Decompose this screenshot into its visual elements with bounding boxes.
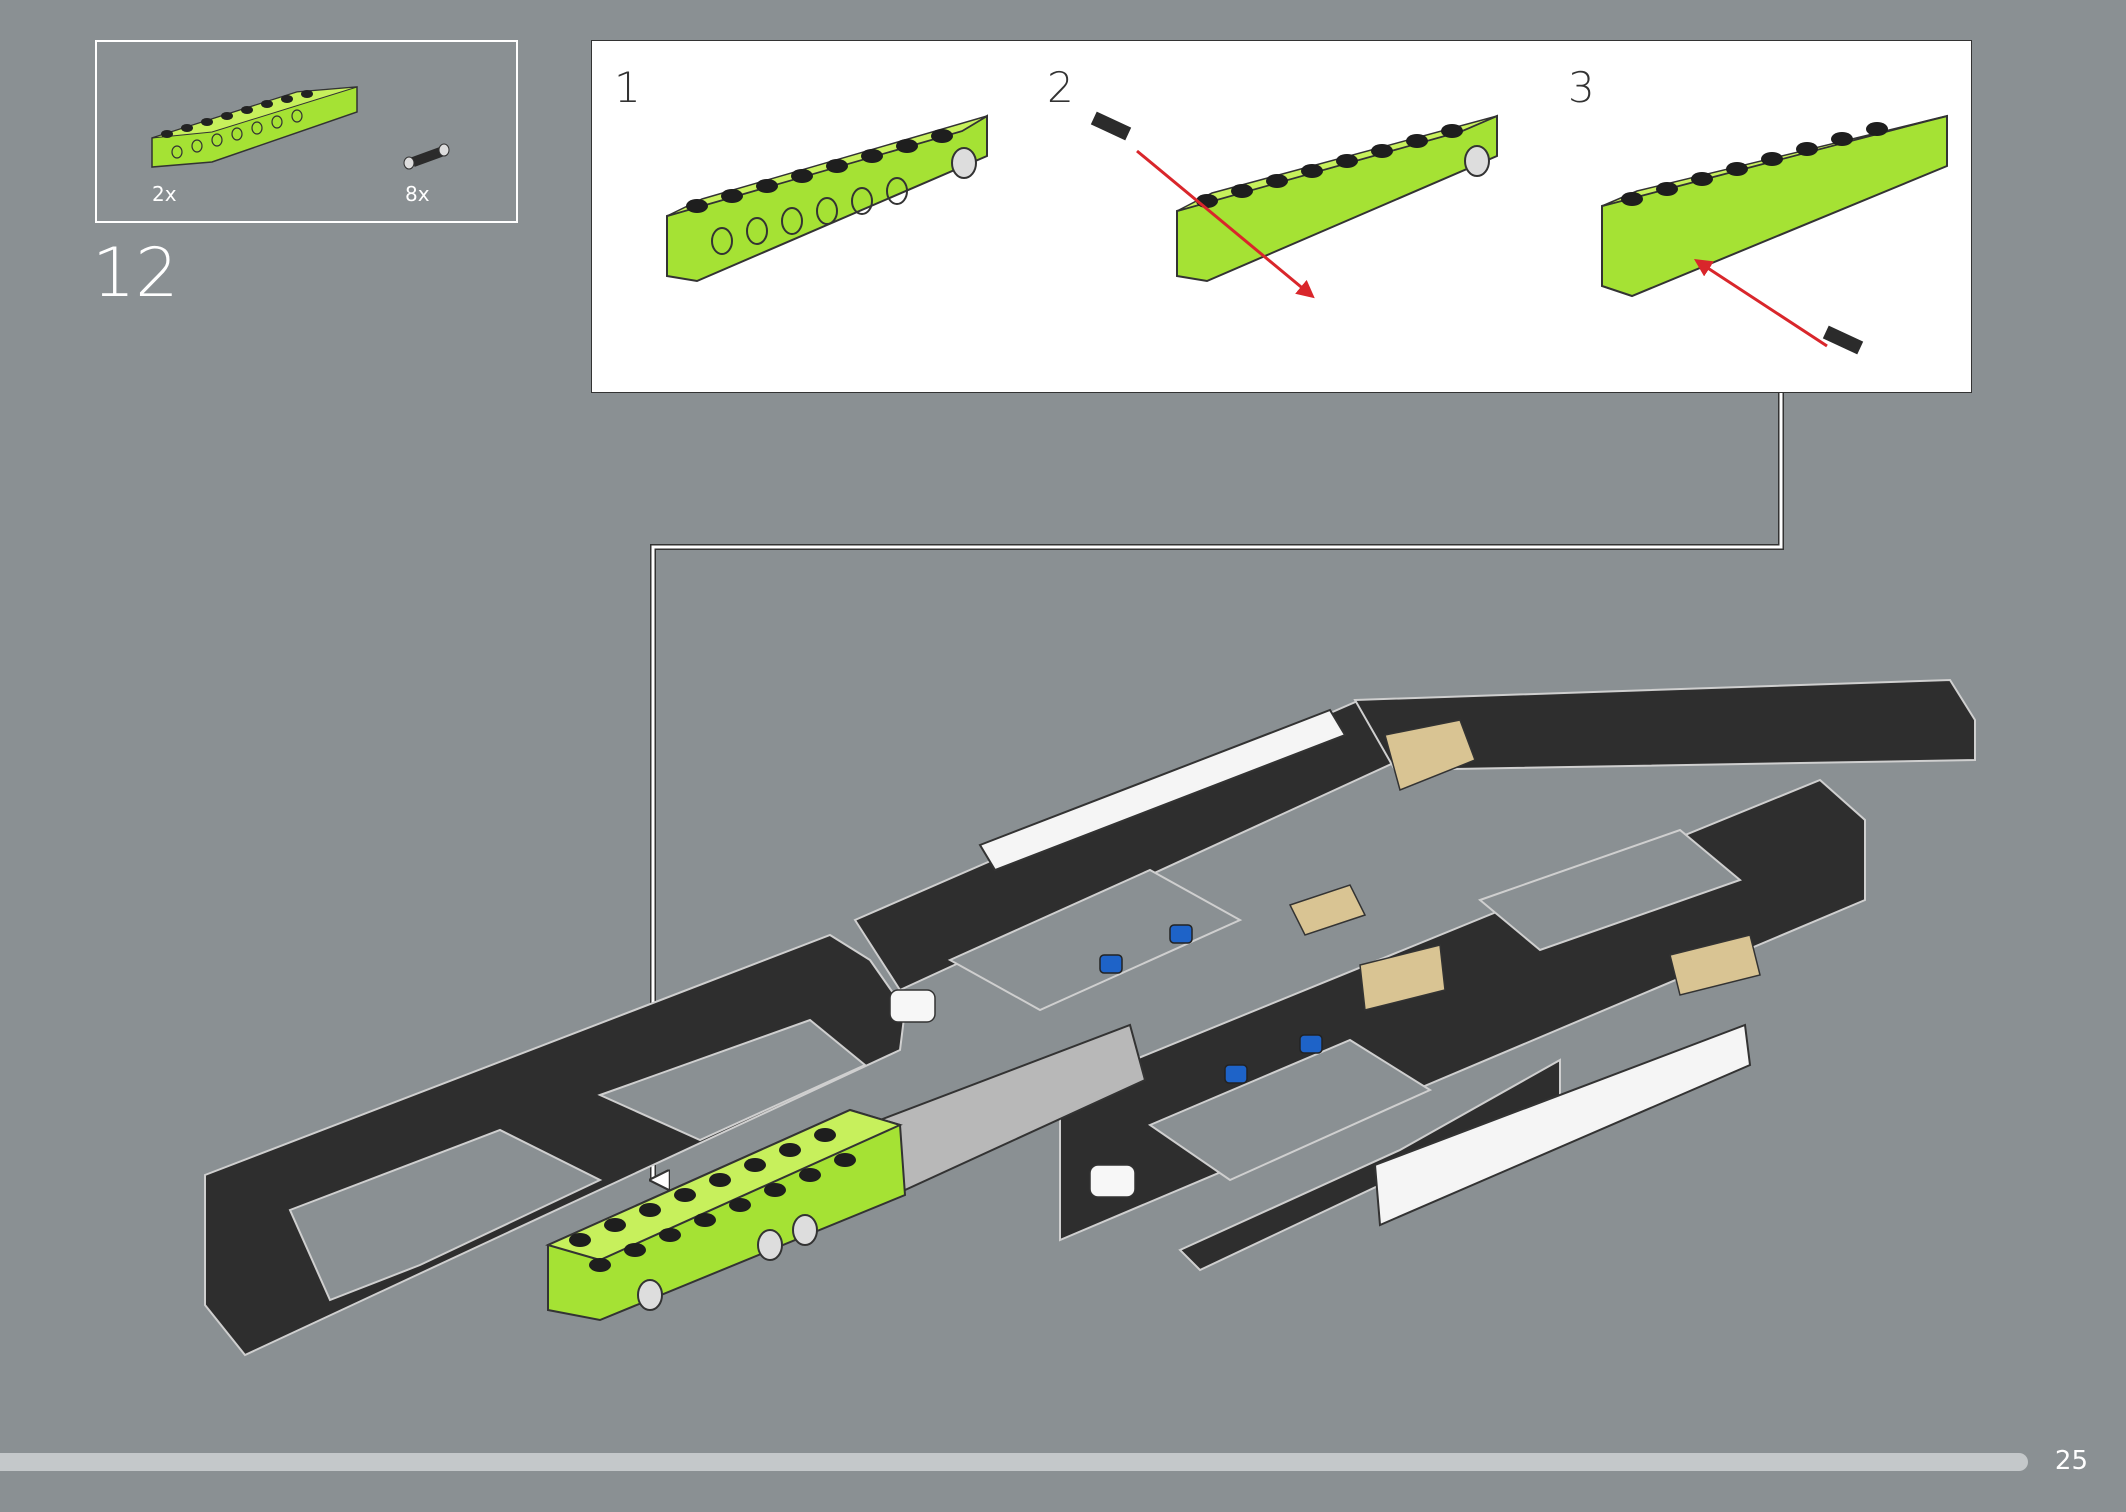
part-qty-pin: 8x [405,182,430,206]
frame-openings [288,828,1742,1302]
parts-illustration [151,86,450,170]
substep-2-pin [1090,111,1132,141]
substep-2-arrow [1136,149,1315,299]
parts-list-box: 2x 8x [95,40,518,223]
substep-label-3: 3 [1568,63,1595,112]
substep-label-1: 1 [614,63,641,112]
substep-callout-panel: 1 2 3 [591,40,1972,393]
blue-pins [1099,924,1323,1084]
substep-2-beam [1090,111,1498,299]
substep-3-beams [1601,114,1948,355]
lime-beam-part [151,86,358,168]
part-qty-beam: 2x [152,182,177,206]
white-beams [978,708,1752,1227]
white-bushings [889,989,1136,1198]
substep-3-arrow [1693,259,1828,348]
page-number: 25 [2054,1446,2088,1476]
step-number: 12 [92,234,179,313]
progress-bar [0,1453,2028,1471]
substep-illustrations [666,111,1948,355]
callout-connector [653,393,1783,1180]
main-assembly-illustration [204,393,1976,1357]
substep-label-2: 2 [1047,63,1074,112]
lime-beams-new [545,1108,907,1322]
friction-pin-part [403,143,450,170]
dark-frame [204,678,1976,1357]
tan-blocks [1288,719,1761,1011]
substep-3-pin [1822,325,1864,355]
substep-1-beam [666,114,988,283]
